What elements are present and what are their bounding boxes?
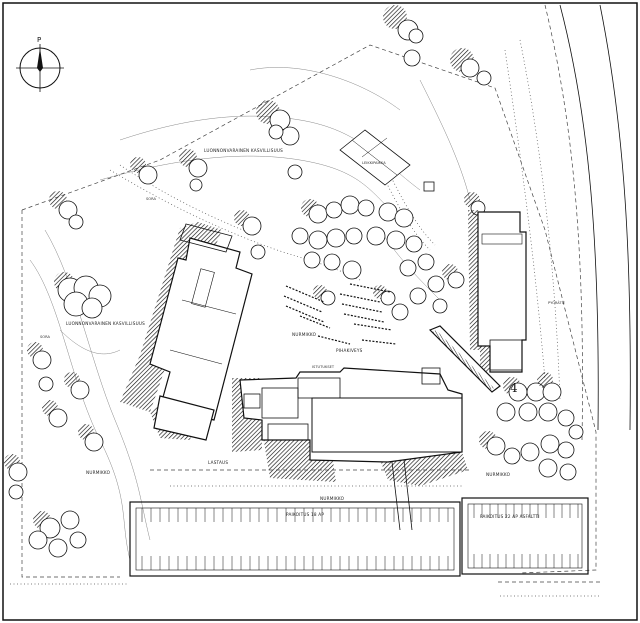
driveway bbox=[10, 459, 600, 597]
tree bbox=[49, 191, 84, 230]
tree-cluster-left bbox=[54, 272, 112, 319]
tree-cluster-right bbox=[479, 372, 584, 481]
gravel-label: SORA bbox=[146, 197, 156, 201]
yard-seating bbox=[283, 283, 397, 345]
sports-field-label: LEIKKIPAIKKA bbox=[362, 161, 386, 165]
tree bbox=[42, 400, 68, 428]
gravel-left-label: SORA bbox=[40, 335, 50, 339]
lawn-bottom-mid-label: NURMIKKO bbox=[320, 496, 345, 501]
tree bbox=[64, 372, 90, 400]
parking-right bbox=[461, 497, 589, 575]
yard-plants-label: ISTUTUKSET bbox=[312, 365, 335, 369]
tree bbox=[287, 164, 303, 180]
building-southwest-wing bbox=[153, 395, 215, 441]
parking-right-label: PAIKOITUS 22 AP ASFALTTI bbox=[480, 514, 540, 519]
tree bbox=[179, 149, 208, 192]
tree bbox=[408, 28, 424, 44]
tree bbox=[383, 5, 421, 67]
tree-cluster-bottom-left bbox=[28, 510, 87, 558]
tree bbox=[442, 264, 465, 289]
north-arrow-icon: P bbox=[16, 36, 64, 92]
lawn-bottom-left-label: NURMIKKO bbox=[86, 470, 111, 475]
yard-label: NURMIKKO bbox=[292, 332, 317, 337]
tree bbox=[373, 285, 396, 306]
tree bbox=[78, 424, 104, 452]
parking-stalls-left bbox=[141, 508, 449, 570]
yard-paving-label: PIHAKIVEYS bbox=[336, 348, 363, 353]
parking-left bbox=[129, 501, 461, 577]
buildings bbox=[149, 211, 527, 463]
tree bbox=[256, 100, 300, 146]
tree bbox=[313, 285, 336, 306]
tree bbox=[234, 210, 266, 260]
tree bbox=[450, 48, 492, 86]
trees bbox=[4, 5, 584, 558]
property-boundary bbox=[21, 44, 597, 578]
lawn-left-label: LUONNONVARAINEN KASVILLISUUS bbox=[66, 321, 145, 326]
parking-left-label: PAIKOITUS 18 AP bbox=[286, 512, 324, 517]
loading-label: LASTAUS bbox=[208, 460, 228, 465]
building-number: 4 bbox=[510, 381, 518, 395]
tree bbox=[4, 454, 28, 500]
sports-field: LEIKKIPAIKKA bbox=[339, 129, 435, 192]
lawn-top-label: LUONNONVARAINEN KASVILLISUUS bbox=[204, 148, 283, 153]
tree bbox=[27, 342, 54, 392]
north-label: P bbox=[37, 36, 41, 44]
tree bbox=[130, 157, 158, 185]
road-right bbox=[504, 4, 631, 441]
road-right-label: PYÖRÄTIE bbox=[548, 300, 566, 305]
tree-cluster-center bbox=[291, 195, 448, 321]
parking-stalls-right bbox=[473, 504, 579, 568]
lawn-right-label: NURMIKKO bbox=[486, 472, 511, 477]
